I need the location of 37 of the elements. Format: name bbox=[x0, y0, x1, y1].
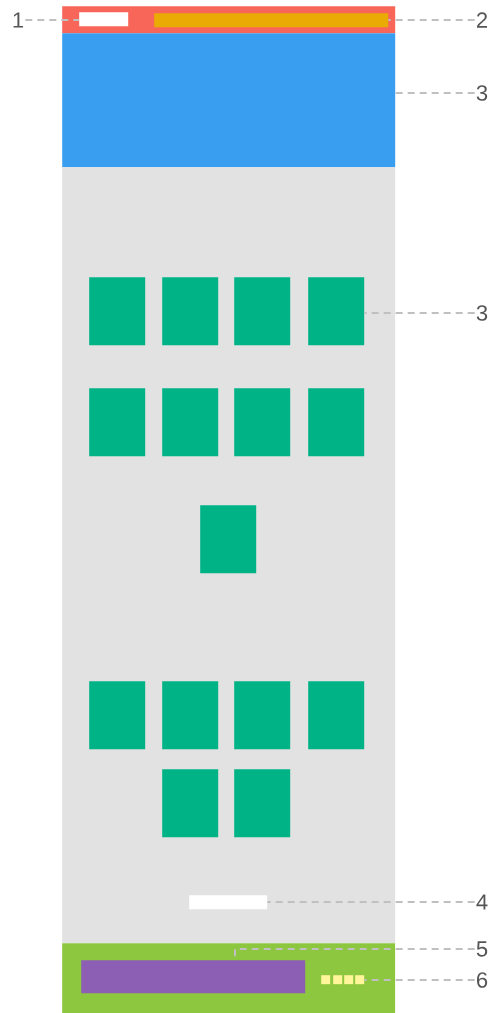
content-tile bbox=[162, 681, 219, 750]
leader-line bbox=[394, 92, 476, 94]
button-placeholder bbox=[189, 895, 268, 910]
leader-line bbox=[387, 19, 476, 21]
callout-number: 6 bbox=[477, 972, 488, 988]
content-tile bbox=[162, 277, 219, 346]
content-tile bbox=[234, 681, 291, 750]
content-tile bbox=[234, 769, 291, 838]
content-tile bbox=[308, 681, 365, 750]
leader-line bbox=[266, 901, 476, 903]
content-tile bbox=[234, 277, 291, 346]
leader-line bbox=[363, 312, 476, 314]
hero-banner bbox=[62, 33, 396, 168]
content-tile bbox=[89, 681, 146, 750]
navigation-bar bbox=[154, 13, 389, 28]
content-tile bbox=[89, 277, 146, 346]
small-square bbox=[344, 975, 354, 985]
callout-number: 3 bbox=[476, 85, 488, 101]
content-tile bbox=[162, 769, 219, 838]
leader-line bbox=[363, 979, 476, 981]
callout-number: 5 bbox=[476, 941, 488, 957]
text-bar bbox=[81, 960, 306, 994]
content-tile bbox=[234, 388, 291, 457]
content-tile bbox=[89, 388, 146, 457]
callout-number: 3 bbox=[476, 305, 488, 321]
small-square bbox=[321, 975, 331, 985]
content-tile bbox=[308, 388, 365, 457]
callout-number: 1 bbox=[13, 12, 24, 28]
small-square bbox=[333, 975, 343, 985]
content-tile bbox=[200, 505, 257, 574]
leader-line bbox=[24, 19, 80, 21]
callout-number: 2 bbox=[477, 12, 487, 28]
callout-number: 4 bbox=[476, 894, 488, 910]
content-tile bbox=[162, 388, 219, 457]
content-tile bbox=[308, 277, 365, 346]
header-block bbox=[79, 12, 129, 27]
small-square bbox=[355, 975, 365, 985]
